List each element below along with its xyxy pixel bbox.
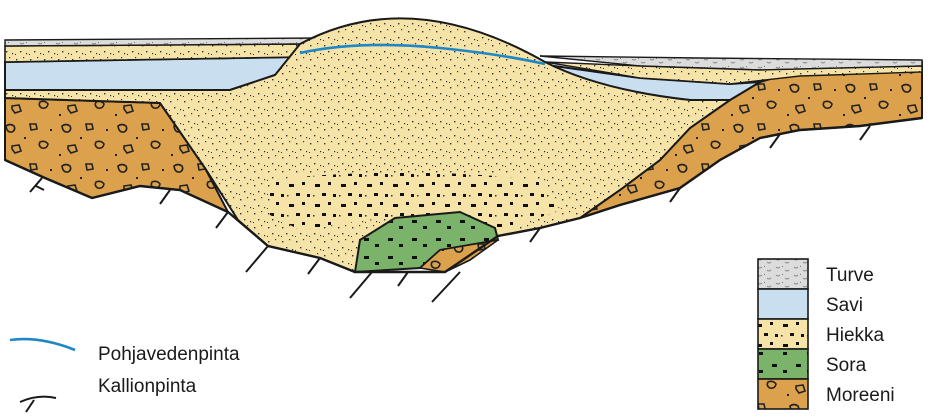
blue-line-icon	[10, 339, 75, 350]
bedrock-tick-icon	[20, 397, 56, 412]
legend-label-turve: Turve	[826, 265, 874, 286]
legend-swatch-sora	[758, 349, 808, 379]
legend-label-moreeni: Moreeni	[826, 385, 895, 406]
legend-layers: Turve Savi Hiekka Sora Moreeni	[758, 259, 895, 409]
legend-lines: Pohjavedenpinta Kallionpinta	[10, 339, 240, 412]
legend-swatch-turve	[758, 259, 808, 289]
legend-swatch-moreeni	[758, 379, 808, 409]
legend-swatch-savi	[758, 289, 808, 319]
legend-label-savi: Savi	[826, 295, 863, 316]
legend-label-hiekka: Hiekka	[826, 325, 885, 346]
legend-label-bedrock: Kallionpinta	[98, 376, 197, 397]
legend-swatch-hiekka	[758, 319, 808, 349]
legend-label-sora: Sora	[826, 355, 867, 376]
legend-label-groundwater: Pohjavedenpinta	[98, 344, 240, 365]
turve-layer-left	[5, 38, 320, 46]
